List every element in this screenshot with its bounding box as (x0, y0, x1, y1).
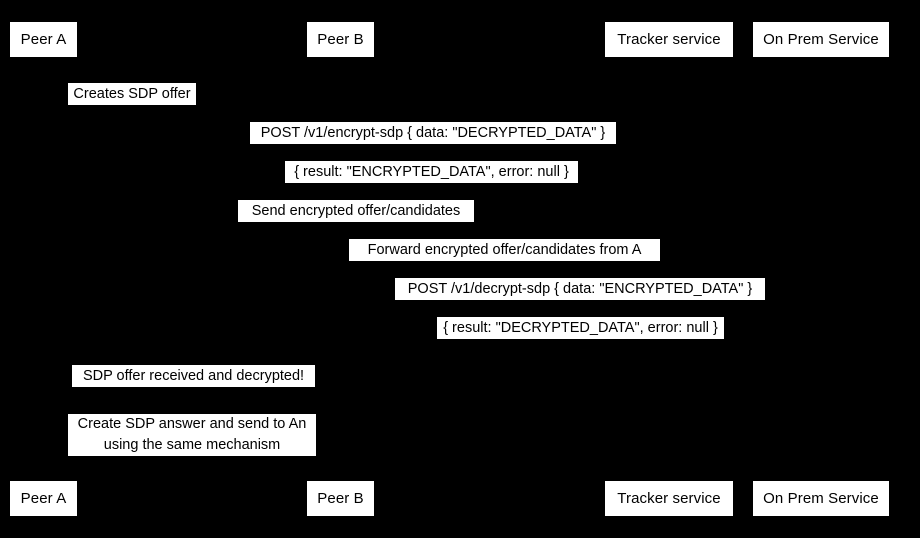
participant-peer-a-top[interactable]: Peer A (10, 22, 77, 57)
lifeline-on-prem-service (821, 57, 822, 481)
participant-label: On Prem Service (763, 31, 879, 48)
message-post-encrypt-sdp[interactable]: POST /v1/encrypt-sdp { data: "DECRYPTED_… (250, 122, 616, 144)
participant-on-prem-service-bottom[interactable]: On Prem Service (753, 481, 889, 516)
participant-label: Tracker service (617, 490, 721, 507)
message-encrypt-sdp-result[interactable]: { result: "ENCRYPTED_DATA", error: null … (285, 161, 578, 183)
participant-label: On Prem Service (763, 490, 879, 507)
participant-on-prem-service-top[interactable]: On Prem Service (753, 22, 889, 57)
lifeline-peer-a (43, 57, 44, 481)
participant-peer-b-bottom[interactable]: Peer B (307, 481, 374, 516)
participant-label: Tracker service (617, 31, 721, 48)
participant-label: Peer A (20, 490, 67, 507)
message-send-encrypted-offer[interactable]: Send encrypted offer/candidates (238, 200, 474, 222)
message-decrypt-sdp-result[interactable]: { result: "DECRYPTED_DATA", error: null … (437, 317, 724, 339)
participant-tracker-service-top[interactable]: Tracker service (605, 22, 733, 57)
lifeline-peer-b (340, 57, 341, 481)
note-create-sdp-answer[interactable]: Create SDP answer and send to An using t… (68, 414, 316, 456)
participant-peer-b-top[interactable]: Peer B (307, 22, 374, 57)
participant-label: Peer A (20, 31, 67, 48)
note-line-2: using the same mechanism (103, 437, 281, 453)
participant-label: Peer B (317, 31, 364, 48)
note-line-1: Create SDP answer and send to An (77, 416, 307, 432)
message-forward-encrypted-offer[interactable]: Forward encrypted offer/candidates from … (349, 239, 660, 261)
message-post-decrypt-sdp[interactable]: POST /v1/decrypt-sdp { data: "ENCRYPTED_… (395, 278, 765, 300)
lifeline-tracker-service (669, 57, 670, 481)
message-creates-sdp-offer[interactable]: Creates SDP offer (68, 83, 196, 105)
participant-label: Peer B (317, 490, 364, 507)
participant-tracker-service-bottom[interactable]: Tracker service (605, 481, 733, 516)
participant-peer-a-bottom[interactable]: Peer A (10, 481, 77, 516)
message-sdp-offer-received[interactable]: SDP offer received and decrypted! (72, 365, 315, 387)
